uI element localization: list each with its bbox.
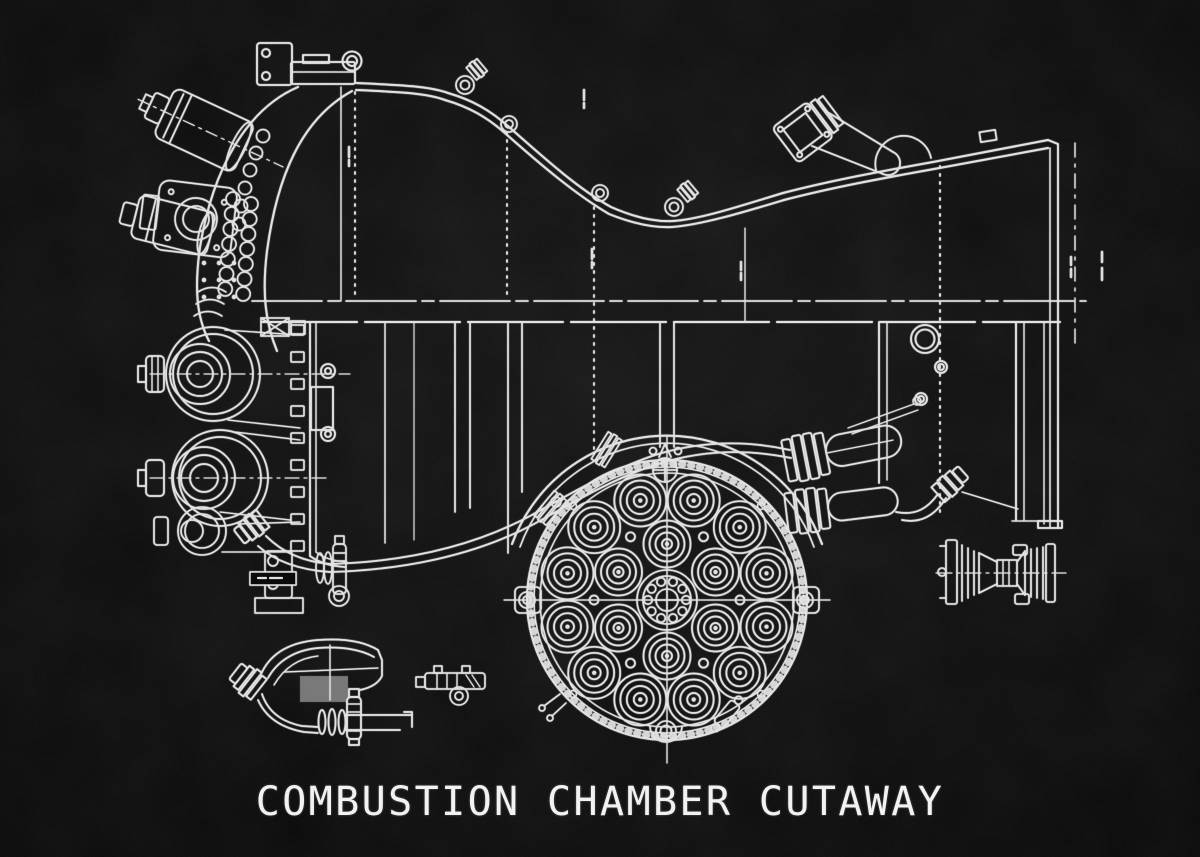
poster-title: COMBUSTION CHAMBER CUTAWAY bbox=[255, 779, 945, 825]
